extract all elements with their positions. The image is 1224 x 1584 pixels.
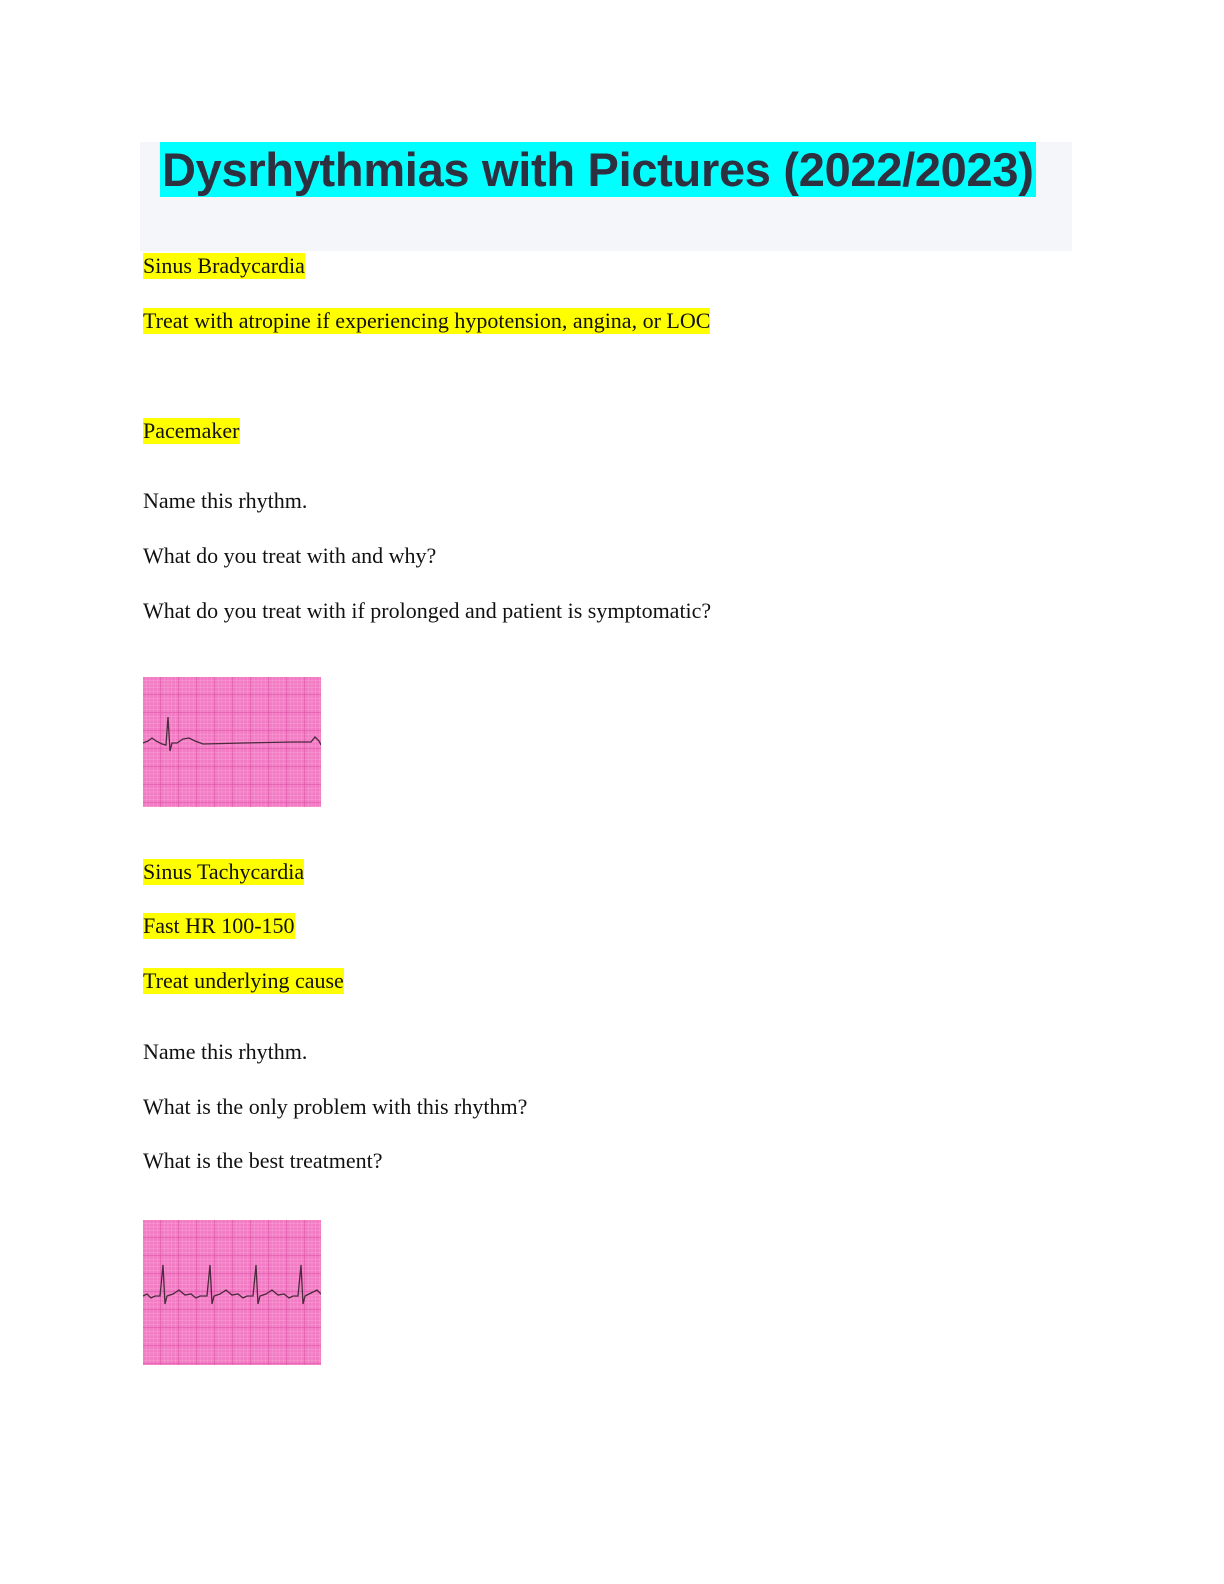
answer-treatment: Treat underlying cause [143, 968, 344, 994]
answer-prolonged-treatment: Pacemaker [143, 418, 240, 444]
document-title: Dysrhythmias with Pictures (2022/2023) [160, 142, 1036, 197]
question: What is the only problem with this rhyth… [143, 1094, 528, 1119]
answer-heart-rate: Fast HR 100-150 [143, 913, 295, 939]
question: What do you treat with if prolonged and … [143, 598, 712, 623]
answer-treatment: Treat with atropine if experiencing hypo… [143, 308, 711, 334]
question: What do you treat with and why? [143, 543, 437, 568]
question: What is the best treatment? [143, 1148, 383, 1173]
answer-rhythm-name: Sinus Tachycardia [143, 859, 305, 885]
question: Name this rhythm. [143, 1039, 308, 1064]
ecg-strip-sinus-tachycardia [143, 1220, 321, 1365]
answer-rhythm-name: Sinus Bradycardia [143, 253, 305, 279]
ecg-strip-sinus-bradycardia [143, 677, 321, 807]
question: Name this rhythm. [143, 488, 308, 513]
